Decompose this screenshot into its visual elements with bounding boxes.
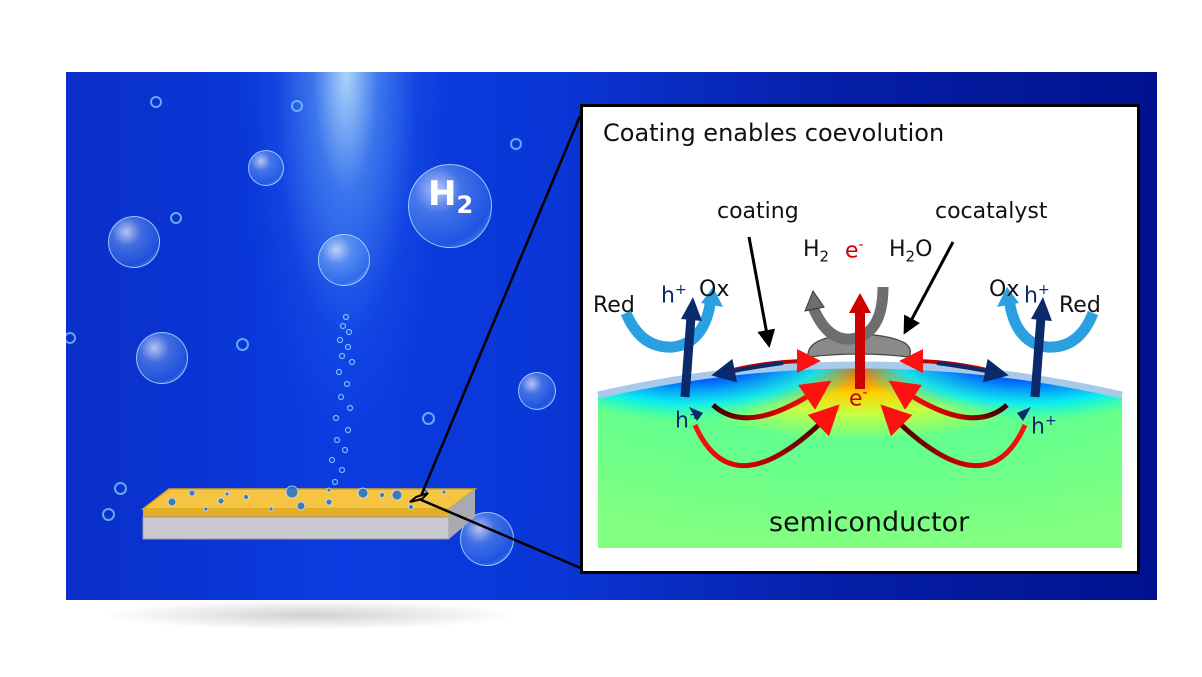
inset-title: Coating enables coevolution: [603, 119, 945, 147]
h2-bubble-label: H2: [428, 174, 474, 219]
surface-hole-arrow-left: [711, 358, 784, 383]
small-bubble: [236, 338, 249, 351]
zoom-line-bottom: [418, 497, 584, 571]
bubble: [248, 150, 284, 186]
small-bubble: [291, 100, 303, 112]
cocatalyst-pointer: [903, 241, 955, 335]
substrate-slab: [140, 485, 478, 540]
small-bubble: [170, 212, 182, 224]
left-redox-arrow: [620, 298, 717, 353]
h2o-reactant-label: H2O: [889, 237, 933, 266]
bubble: [318, 234, 370, 286]
small-bubble: [510, 138, 522, 150]
inset-panel: Coating enables coevolution: [580, 104, 1140, 574]
cocatalyst-label: cocatalyst: [935, 199, 1048, 224]
surface-hole-arrow-right: [936, 358, 1009, 383]
electron-top-label: e-: [845, 237, 864, 264]
semiconductor-label: semiconductor: [769, 507, 970, 538]
small-bubble: [102, 508, 115, 521]
zoom-line-top: [419, 115, 582, 497]
right-redox-arrow: [1003, 298, 1099, 353]
outer-arc-left: [692, 404, 840, 469]
bubble: [108, 216, 160, 268]
left-ox-label: Ox: [699, 277, 730, 302]
inner-arc-right: [888, 380, 1009, 421]
mechanism-diagram: [597, 236, 1123, 548]
left-inner-hplus-label: h+: [675, 407, 701, 434]
left-hole-escape-arrow: [680, 316, 696, 398]
right-ox-label: Ox: [989, 277, 1020, 302]
right-red-label: Red: [1059, 293, 1101, 318]
bubble: [518, 372, 556, 410]
small-bubble: [150, 96, 162, 108]
small-bubble: [422, 412, 435, 425]
electron-center-label: e-: [849, 385, 868, 412]
small-bubble: [114, 482, 127, 495]
inner-arc-left: [711, 380, 832, 421]
right-hole-escape-arrow: [1030, 316, 1046, 398]
substrate-shadow: [100, 600, 520, 630]
h2-product-label: H2: [803, 237, 830, 266]
coating-label: coating: [717, 199, 799, 224]
h2o-to-h2-arrow: [807, 286, 889, 345]
right-hplus-label: h+: [1024, 282, 1050, 309]
right-inner-hplus-label: h+: [1031, 413, 1057, 440]
left-hplus-label: h+: [661, 282, 687, 309]
outer-arc-right: [880, 404, 1028, 469]
h2-bubble: [408, 164, 492, 248]
left-red-label: Red: [593, 293, 635, 318]
small-bubble: [66, 332, 76, 344]
bubble-stream: [140, 115, 584, 571]
coating-pointer: [747, 236, 776, 348]
bubble: [136, 332, 188, 384]
